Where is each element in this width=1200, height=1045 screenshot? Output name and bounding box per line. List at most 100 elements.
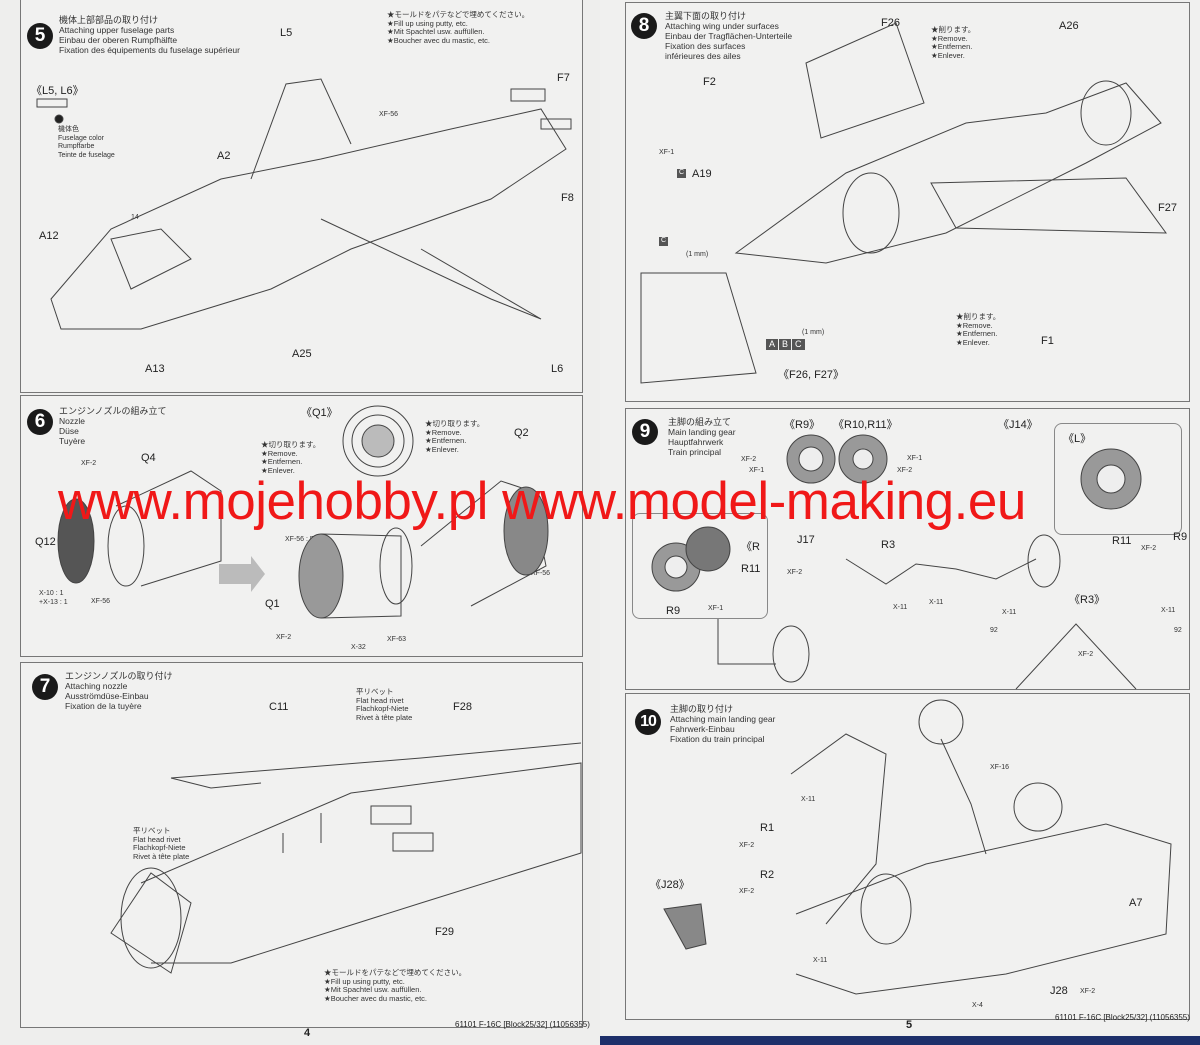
paint-label: X-11 [801,796,816,803]
step-number: 6 [27,409,53,435]
paint-label: XF-2 [787,569,803,576]
part-label: J17 [797,534,815,546]
fuselage-drawing [36,78,572,330]
paint-label: XF-56 [379,111,399,118]
paint-label: XF-2 [1141,545,1157,552]
detail-label: 《R [741,541,760,553]
paint-label: XF-2 [739,842,755,849]
paint-label: X-4 [972,1002,983,1009]
step-number: 9 [632,419,658,445]
gear-attach-drawing [663,699,1172,995]
drill-note: (1 mm) [686,251,709,258]
paint-label: XF-63 [387,636,407,643]
landing-gear-drawing [651,434,1142,690]
version-c: C [792,339,805,350]
paint-label: X-32 [351,644,366,651]
part-label: Q2 [514,427,529,439]
part-label: R9 [666,605,681,617]
paint-label: XF-2 [739,888,755,895]
detail-box-R: 《R [632,513,768,619]
part-label: A12 [39,230,59,242]
paint-label: 14 [131,214,139,221]
drill-note: (1 mm) [802,329,825,336]
nozzle-attach-drawing [110,742,582,974]
product-code-right: 61101 F-16C [Block25/32] (11056355) [1055,1013,1190,1022]
paint-label: XF-1 [907,455,923,462]
part-label: R3 [881,539,896,551]
step-number: 10 [635,709,661,735]
paint-label: XF-1 [659,149,675,156]
part-label: R1 [760,822,775,834]
part-label: C11 [269,701,289,713]
detail-label: 《L5, L6》 [31,85,84,97]
part-label: F28 [453,701,472,713]
putty-note: ★モールドをパテなどで埋めてください。★Fill up using putty,… [324,968,467,1003]
part-label: A2 [217,150,231,162]
part-label: F1 [1041,335,1054,347]
part-label: R2 [760,869,775,881]
part-label: F26 [881,17,900,29]
watermark: www.mojehobby.pl www.model-making.eu [58,472,1026,531]
background-strip [600,1036,1200,1045]
paint-label: X-11 [1002,609,1017,616]
paint-label: X-11 [893,604,908,611]
part-label: F29 [435,926,454,938]
part-label: F27 [1158,202,1177,214]
detail-box-L: 《L》 [1054,423,1182,535]
part-label: F2 [703,76,716,88]
part-label: Q12 [35,536,56,548]
paint-label: XF-56 [91,598,111,605]
decal-label: 92 [1174,627,1182,634]
detail-label: 《R9》 [784,419,821,431]
page-number-right: 5 [906,1019,913,1031]
wing-drawing [640,22,1167,384]
remove-note-top: ★削ります。★Remove.★Entfernen.★Enlever. [931,25,976,60]
paint-label: XF-2 [81,460,97,467]
paint-label: XF-2 [276,634,292,641]
part-label: A26 [1059,20,1079,32]
paint-label: XF-2 [1078,651,1094,658]
remove-note-bottom: ★削ります。★Remove.★Entfernen.★Enlever. [956,312,1001,347]
part-label: A7 [1129,897,1143,909]
part-label: Q1 [265,598,280,610]
part-label: A19 [692,168,712,180]
paint-label: XF-2 [897,467,913,474]
paint-label: XF-2 [741,456,757,463]
part-label: F8 [561,192,574,204]
paint-label: XF-56 : 5 [285,536,314,543]
paint-label: XF-56 [531,570,551,577]
decal-label: 92 [990,627,998,634]
part-label: R11 [1112,535,1132,547]
version-badges: A B C [766,339,805,350]
step-number: 5 [27,23,53,49]
part-label: Q4 [141,452,156,464]
paint-label: X-10 : 1+X-13 : 1 [39,590,68,606]
detail-label: 《Q1》 [301,407,338,419]
page-number-left: 4 [304,1027,311,1039]
version-badge: C [677,169,687,178]
step-number: 8 [631,13,657,39]
part-label: L5 [280,27,293,39]
detail-label: 《J28》 [650,879,690,891]
version-a: A [766,339,779,350]
detail-label: 《R3》 [1069,594,1106,606]
detail-label: 《R10,R11》 [833,419,898,431]
putty-note: ★モールドをパテなどで埋めてください。★Fill up using putty,… [387,10,530,45]
part-label: A25 [292,348,312,360]
part-label: A13 [145,363,165,375]
paint-label: X-11 [813,957,828,964]
step-number: 7 [32,674,58,700]
detail-label: 《F26, F27》 [778,369,845,381]
